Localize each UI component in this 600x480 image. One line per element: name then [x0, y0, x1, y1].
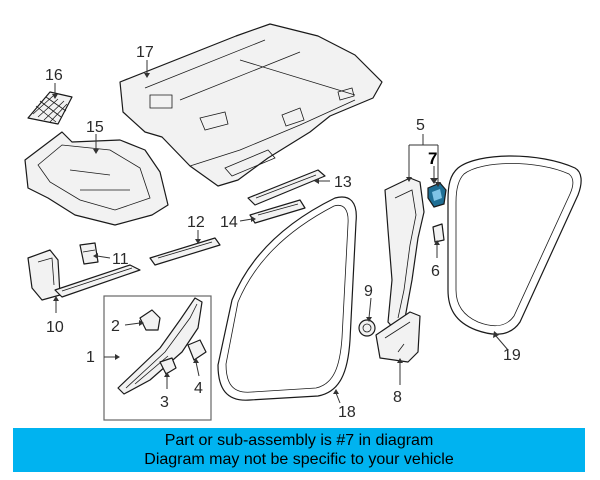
callout-16: 16 — [45, 67, 63, 84]
callout-2: 2 — [111, 318, 120, 335]
clip-part-11[interactable] — [79, 242, 99, 265]
callout-9: 9 — [364, 283, 373, 300]
callout-18: 18 — [338, 404, 356, 421]
door-seal-part-19[interactable] — [447, 155, 582, 335]
parts-diagram: 1 2 3 4 5 6 7 8 9 10 11 12 13 14 15 16 1… — [24, 23, 582, 421]
kick-panel-part-10[interactable] — [27, 249, 141, 301]
callout-7: 7 — [428, 149, 437, 168]
callout-19: 19 — [503, 347, 521, 364]
callout-6: 6 — [431, 263, 440, 280]
assembly-box-1 — [103, 295, 212, 421]
front-carpet-part-15[interactable] — [24, 131, 169, 226]
floor-carpet-part-17[interactable] — [119, 23, 383, 187]
clip-part-3[interactable] — [159, 357, 177, 375]
lower-trim-part-8[interactable] — [375, 311, 421, 363]
b-pillar-trim-part-5[interactable] — [384, 177, 425, 331]
vent-pad-part-16[interactable] — [27, 91, 73, 125]
callout-3: 3 — [160, 394, 169, 411]
callout-10: 10 — [46, 319, 64, 336]
callout-14: 14 — [220, 214, 238, 231]
grommet-part-9[interactable] — [358, 319, 376, 337]
callout-5: 5 — [416, 117, 425, 134]
callout-11: 11 — [112, 251, 129, 268]
clip-part-6[interactable] — [432, 223, 445, 243]
callout-1: 1 — [86, 349, 95, 366]
banner-line-1: Part or sub-assembly is #7 in diagram — [164, 432, 434, 449]
callout-4: 4 — [194, 380, 203, 397]
arrowheads — [52, 73, 499, 394]
info-banner: Part or sub-assembly is #7 in diagram Di… — [13, 428, 585, 472]
callout-17: 17 — [136, 44, 154, 61]
sill-plate-part-12[interactable] — [149, 237, 221, 266]
callout-13: 13 — [334, 174, 352, 191]
callout-12: 12 — [187, 214, 205, 231]
leader-lines — [54, 60, 509, 404]
clip-part-4[interactable] — [187, 339, 207, 361]
door-seal-part-18[interactable] — [217, 196, 357, 401]
callout-15: 15 — [86, 119, 104, 136]
clip-part-2[interactable] — [139, 309, 161, 331]
highlighted-clip-part-7[interactable] — [427, 182, 447, 208]
callout-labels: 1 2 3 4 5 6 7 8 9 10 11 12 13 14 15 16 1… — [45, 44, 521, 421]
banner-line-2: Diagram may not be specific to your vehi… — [144, 451, 454, 468]
rear-sill-part-13[interactable] — [247, 169, 326, 206]
callout-8: 8 — [393, 389, 402, 406]
